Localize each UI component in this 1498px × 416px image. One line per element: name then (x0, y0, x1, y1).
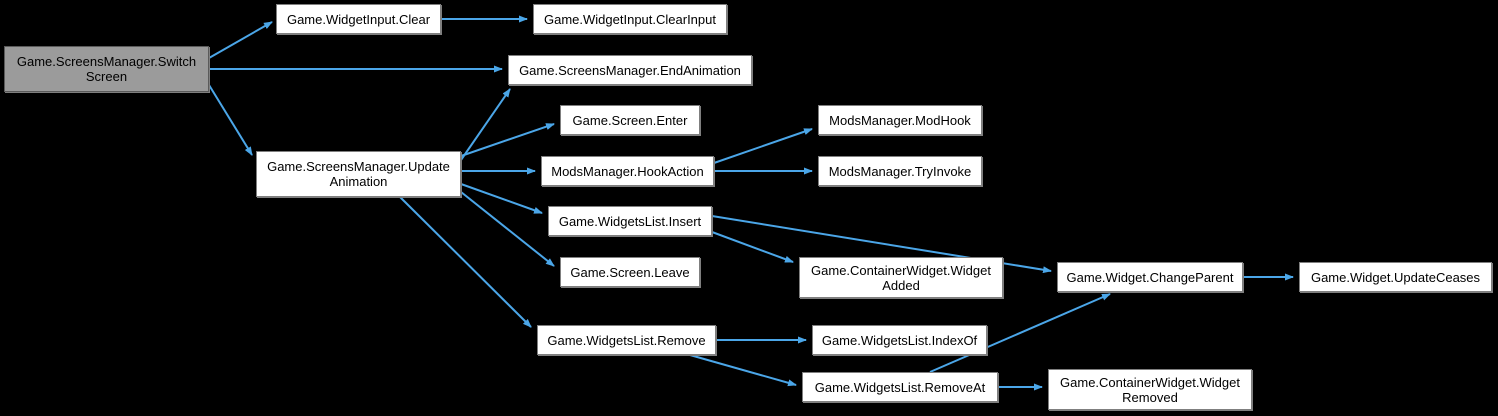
node-label-widgets_removeat: Game.WidgetsList.RemoveAt (814, 379, 986, 395)
node-end_animation[interactable]: Game.ScreensManager.EndAnimation (508, 55, 752, 85)
edge-update_animation-to-widgets_insert (460, 183, 543, 214)
node-hook_action[interactable]: ModsManager.HookAction (541, 156, 714, 186)
node-update_ceases[interactable]: Game.Widget.UpdateCeases (1299, 262, 1492, 292)
node-label-clear_input: Game.WidgetInput.ClearInput (544, 11, 716, 27)
node-label-screen_enter: Game.Screen.Enter (572, 112, 688, 128)
node-clear_input[interactable]: Game.WidgetInput.ClearInput (533, 4, 727, 34)
node-label-widget_added: Game.ContainerWidget.Widget Added (811, 262, 991, 293)
node-switch_screen[interactable]: Game.ScreensManager.Switch Screen (4, 46, 209, 92)
node-label-screen_leave: Game.Screen.Leave (570, 264, 690, 280)
node-change_parent[interactable]: Game.Widget.ChangeParent (1057, 262, 1243, 292)
edge-switch_screen-to-widgetinput_clear (208, 21, 273, 59)
node-screen_enter[interactable]: Game.Screen.Enter (560, 105, 700, 135)
node-label-update_animation: Game.ScreensManager.Update Animation (267, 159, 450, 189)
node-screen_leave[interactable]: Game.Screen.Leave (560, 257, 700, 287)
edge-update_animation-to-screen_leave (460, 191, 555, 267)
node-label-widgets_indexof: Game.WidgetsList.IndexOf (821, 332, 978, 348)
node-widget_removed[interactable]: Game.ContainerWidget.Widget Removed (1048, 369, 1252, 410)
node-mod_hook[interactable]: ModsManager.ModHook (818, 105, 982, 135)
node-widgets_insert[interactable]: Game.WidgetsList.Insert (548, 206, 712, 236)
node-widgetinput_clear[interactable]: Game.WidgetInput.Clear (276, 4, 441, 34)
node-label-update_ceases: Game.Widget.UpdateCeases (1310, 269, 1481, 285)
node-widget_added[interactable]: Game.ContainerWidget.Widget Added (799, 257, 1003, 298)
edge-widgets_remove-to-widgets_removeat (689, 354, 797, 387)
node-label-mod_hook: ModsManager.ModHook (829, 112, 971, 128)
node-widgets_removeat[interactable]: Game.WidgetsList.RemoveAt (802, 372, 998, 402)
node-label-try_invoke: ModsManager.TryInvoke (828, 163, 972, 179)
node-label-end_animation: Game.ScreensManager.EndAnimation (519, 62, 741, 78)
node-widgets_remove[interactable]: Game.WidgetsList.Remove (537, 325, 716, 355)
edge-update_animation-to-widgets_remove (399, 196, 532, 328)
node-label-switch_screen: Game.ScreensManager.Switch Screen (16, 54, 197, 84)
node-label-widgetinput_clear: Game.WidgetInput.Clear (286, 11, 431, 27)
edge-widgets_insert-to-widget_added (711, 231, 794, 263)
edge-switch_screen-to-update_animation (208, 84, 253, 156)
node-label-widgets_insert: Game.WidgetsList.Insert (558, 213, 702, 229)
node-label-widgets_remove: Game.WidgetsList.Remove (547, 332, 706, 348)
node-update_animation[interactable]: Game.ScreensManager.Update Animation (256, 151, 461, 197)
node-try_invoke[interactable]: ModsManager.TryInvoke (818, 156, 982, 186)
node-label-widget_removed: Game.ContainerWidget.Widget Removed (1060, 374, 1240, 405)
node-widgets_indexof[interactable]: Game.WidgetsList.IndexOf (812, 325, 987, 355)
edge-update_animation-to-screen_enter (460, 123, 555, 157)
edge-hook_action-to-mod_hook (713, 128, 813, 164)
node-label-change_parent: Game.Widget.ChangeParent (1066, 269, 1234, 285)
edge-update_animation-to-end_animation (460, 88, 511, 161)
node-label-hook_action: ModsManager.HookAction (551, 163, 704, 179)
